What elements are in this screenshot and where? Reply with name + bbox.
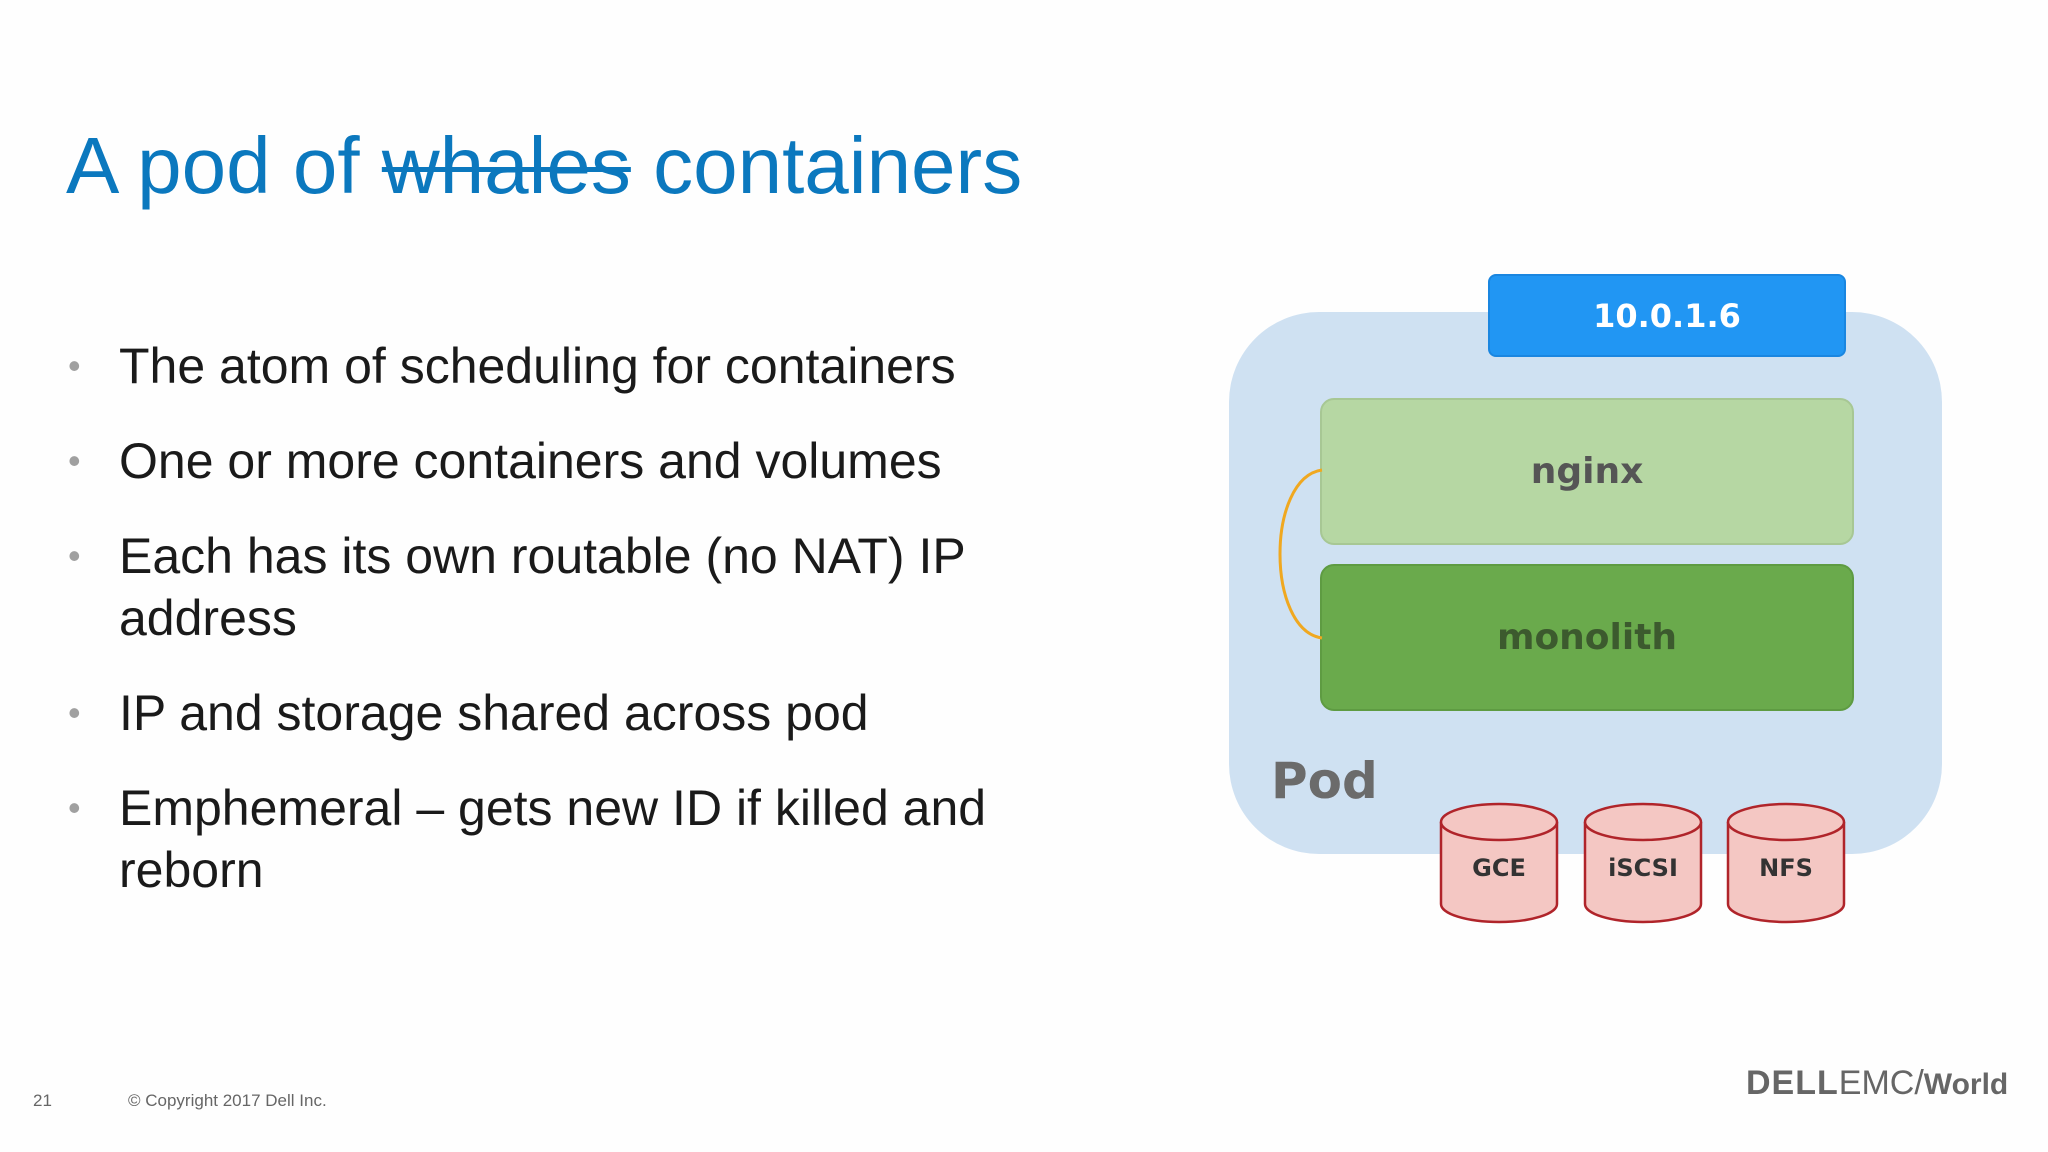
title-pre: A pod of	[66, 121, 382, 210]
ip-address-badge: 10.0.1.6	[1488, 274, 1846, 357]
cylinder-icon	[1439, 802, 1559, 924]
logo-dell: DELL	[1746, 1064, 1839, 1102]
volume-gce: GCE	[1439, 802, 1559, 924]
copyright-notice: © Copyright 2017 Dell Inc.	[128, 1091, 327, 1110]
monolith-container: monolith	[1320, 564, 1854, 711]
slide-title: A pod of whales containers	[66, 120, 1022, 212]
bullet-item: • Each has its own routable (no NAT) IP a…	[66, 525, 1066, 649]
bullet-text: Emphemeral – gets new ID if killed and r…	[119, 780, 987, 898]
bullet-text: Each has its own routable (no NAT) IP ad…	[119, 528, 965, 646]
volume-label: NFS	[1759, 854, 1813, 882]
bullet-text: One or more containers and volumes	[119, 433, 942, 489]
bullet-list: • The atom of scheduling for containers •…	[66, 335, 1066, 934]
bullet-text: IP and storage shared across pod	[119, 685, 869, 741]
bullet-item: • IP and storage shared across pod	[66, 682, 1066, 744]
logo-slash: /	[1914, 1064, 1924, 1102]
page-number: 21	[33, 1091, 52, 1110]
title-post: containers	[630, 121, 1023, 210]
title-struck-word: whales	[381, 121, 631, 210]
bullet-dot: •	[68, 345, 81, 386]
volume-nfs: NFS	[1726, 802, 1846, 924]
bullet-item: • The atom of scheduling for containers	[66, 335, 1066, 397]
pod-label: Pod	[1271, 752, 1378, 810]
logo-emc: EMC	[1838, 1064, 1915, 1102]
bullet-item: • Emphemeral – gets new ID if killed and …	[66, 777, 1066, 901]
bullet-dot: •	[68, 440, 81, 481]
bullet-item: • One or more containers and volumes	[66, 430, 1066, 492]
shared-link-arc	[1278, 468, 1323, 640]
volume-iscsi: iSCSI	[1583, 802, 1703, 924]
bullet-dot: •	[68, 535, 81, 576]
bullet-text: The atom of scheduling for containers	[119, 338, 956, 394]
cylinder-icon	[1726, 802, 1846, 924]
nginx-container: nginx	[1320, 398, 1854, 545]
bullet-dot: •	[68, 787, 81, 828]
bullet-dot: •	[68, 692, 81, 733]
logo-world: World	[1923, 1068, 2009, 1101]
volume-label: GCE	[1472, 854, 1526, 882]
cylinder-icon	[1583, 802, 1703, 924]
dellemc-world-logo: DELLEMC/World	[1746, 1064, 2008, 1103]
volume-label: iSCSI	[1608, 854, 1678, 882]
